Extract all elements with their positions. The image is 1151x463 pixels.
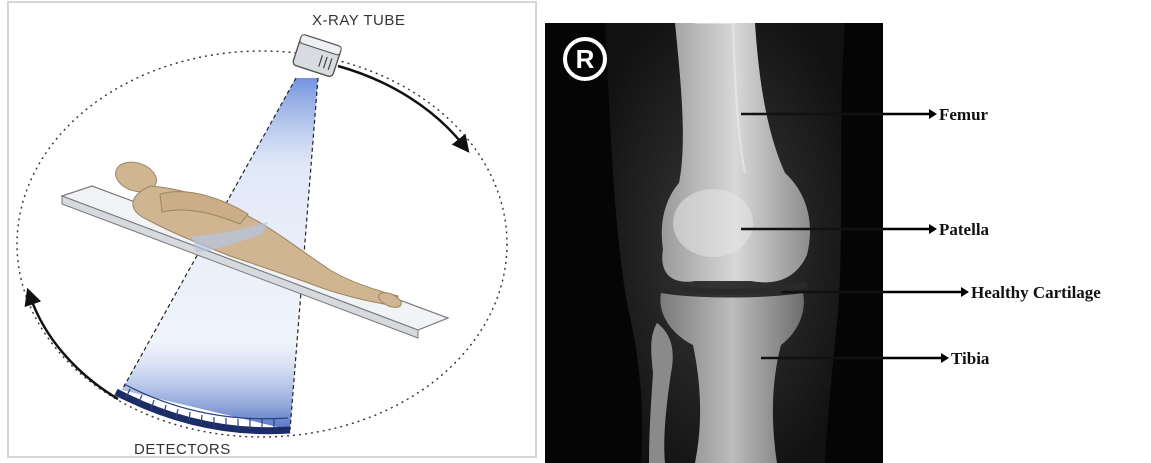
side-marker-text: R [576, 44, 595, 74]
xray-tube-label: X-RAY TUBE [312, 12, 405, 29]
tibia-label: Tibia [951, 349, 990, 368]
detectors-label: DETECTORS [134, 441, 231, 458]
cartilage-label: Healthy Cartilage [971, 283, 1101, 302]
ct-scanner-diagram: X-RAY TUBE DETECTORS [0, 0, 540, 463]
patella-label: Patella [939, 220, 990, 239]
patella-bone [673, 189, 753, 257]
femur-label: Femur [939, 105, 989, 124]
knee-xray-figure: R Femur Patella Healthy Cartilage Tibia [545, 23, 1151, 463]
